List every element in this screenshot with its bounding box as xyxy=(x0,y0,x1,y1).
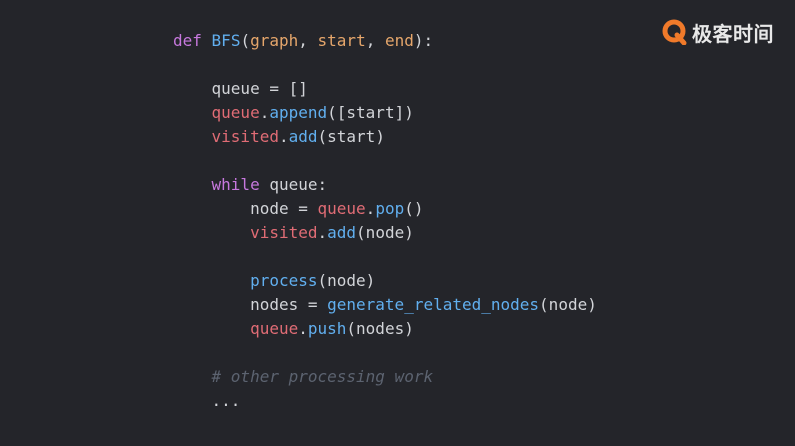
function-name: append xyxy=(269,103,328,122)
code-text: (node) xyxy=(317,271,376,290)
code-line: def BFS(graph, start, end): xyxy=(173,29,597,53)
code-line: queue = [] xyxy=(173,77,597,101)
keyword: while xyxy=(211,175,260,194)
code-text: (node) xyxy=(539,295,597,314)
code-text: nodes = xyxy=(173,295,328,314)
code-line xyxy=(173,53,597,77)
code-text: . xyxy=(365,199,376,218)
code-text: ( xyxy=(240,31,251,50)
parameter: graph xyxy=(250,31,299,50)
code-line: queue.push(nodes) xyxy=(173,317,597,341)
code-line xyxy=(173,245,597,269)
code-text xyxy=(202,31,212,50)
object-name: queue xyxy=(250,319,299,338)
code-text: ... xyxy=(173,391,241,410)
keyword: def xyxy=(173,31,202,50)
parameter: end xyxy=(384,31,414,50)
code-text: ): xyxy=(413,31,434,50)
geektime-logo-icon xyxy=(662,19,687,45)
code-text: . xyxy=(298,319,308,338)
code-block: def BFS(graph, start, end): queue = [] q… xyxy=(173,29,597,413)
code-text xyxy=(173,367,212,386)
object-name: queue xyxy=(211,103,260,122)
function-name: generate_related_nodes xyxy=(327,295,540,314)
code-line: visited.add(node) xyxy=(173,221,597,245)
code-comment: # other processing work xyxy=(211,367,434,386)
code-line: node = queue.pop() xyxy=(173,197,597,221)
code-text: () xyxy=(404,199,424,218)
code-line: queue.append([start]) xyxy=(173,101,597,125)
code-text: (nodes) xyxy=(346,319,414,338)
code-text xyxy=(173,175,212,194)
code-line xyxy=(173,341,597,365)
code-line: ... xyxy=(173,389,597,413)
brand-logo: 极客时间 xyxy=(662,18,774,46)
code-text: , xyxy=(365,31,385,50)
code-text: (node) xyxy=(356,223,414,242)
code-line: visited.add(start) xyxy=(173,125,597,149)
code-line: while queue: xyxy=(173,173,597,197)
code-text xyxy=(173,103,212,122)
function-name: add xyxy=(288,127,318,146)
object-name: visited xyxy=(250,223,318,242)
code-line: process(node) xyxy=(173,269,597,293)
code-text: node = xyxy=(173,199,318,218)
code-text: . xyxy=(317,223,328,242)
object-name: queue xyxy=(317,199,366,218)
function-name: process xyxy=(250,271,318,290)
code-text xyxy=(173,319,250,338)
code-line: nodes = generate_related_nodes(node) xyxy=(173,293,597,317)
brand-logo-text: 极客时间 xyxy=(692,21,774,46)
code-line xyxy=(173,149,597,173)
code-line: # other processing work xyxy=(173,365,597,389)
function-name: add xyxy=(327,223,357,242)
object-name: visited xyxy=(211,127,279,146)
code-text xyxy=(173,127,212,146)
code-text: queue: xyxy=(259,175,328,194)
code-text xyxy=(173,271,250,290)
code-text: (start) xyxy=(317,127,385,146)
code-text xyxy=(173,223,250,242)
function-name: push xyxy=(307,319,347,338)
function-name: BFS xyxy=(211,31,241,50)
code-text: . xyxy=(259,103,270,122)
code-text: , xyxy=(298,31,318,50)
code-text: ([start]) xyxy=(327,103,414,122)
code-text: . xyxy=(278,127,289,146)
function-name: pop xyxy=(375,199,405,218)
code-text: queue = [] xyxy=(173,79,308,98)
parameter: start xyxy=(317,31,366,50)
